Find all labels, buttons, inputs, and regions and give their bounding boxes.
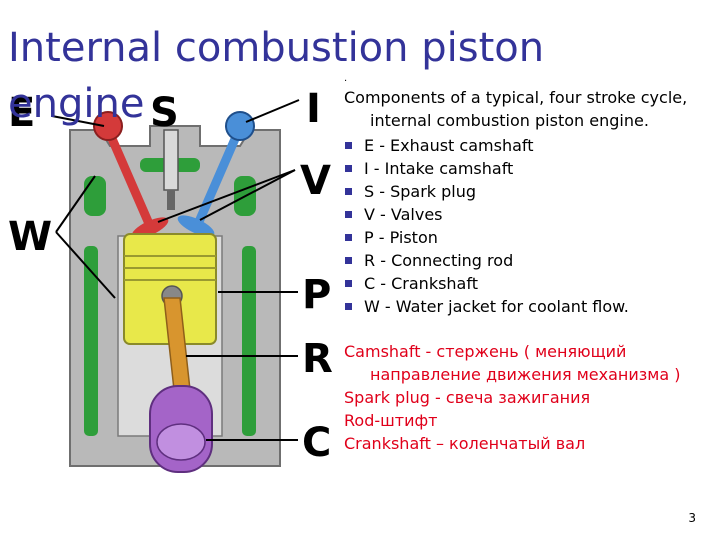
intake-valve-stem	[193, 127, 243, 229]
page-number: 3	[688, 511, 696, 525]
spark-plug-tip	[167, 190, 175, 210]
note-camshaft: Camshaft - стержень ( меняющий направлен…	[344, 342, 681, 384]
slide-content: . Components of a typical, four stroke c…	[344, 72, 714, 455]
note-crankshaft: Crankshaft – коленчатый вал	[344, 434, 586, 453]
translation-notes: Camshaft - стержень ( меняющий направлен…	[344, 340, 714, 455]
leader-line	[245, 99, 300, 123]
note-rod: Rod-штифт	[344, 411, 438, 430]
exhaust-camshaft	[93, 111, 123, 141]
component-item: C - Crankshaft	[344, 272, 714, 295]
component-item: S - Spark plug	[344, 180, 714, 203]
component-item: E - Exhaust camshaft	[344, 134, 714, 157]
component-item: I - Intake camshaft	[344, 157, 714, 180]
component-item: P - Piston	[344, 226, 714, 249]
leader-line	[51, 115, 105, 127]
water-jacket-left-upper	[84, 176, 106, 216]
note-spark-plug: Spark plug - свеча зажигания	[344, 388, 591, 407]
intake-camshaft	[225, 111, 255, 141]
leader-line	[55, 231, 116, 299]
label-s: S	[150, 90, 179, 136]
label-r: R	[302, 336, 333, 382]
exhaust-valve-stem	[105, 129, 155, 231]
engine-diagram: E S I V W P R C	[8, 86, 333, 473]
intro-text: Components of a typical, four stroke cyc…	[344, 88, 688, 130]
label-c: C	[302, 420, 331, 466]
water-jacket-left-lower	[84, 246, 98, 436]
crankshaft-journal	[156, 423, 206, 461]
leader-line	[199, 169, 296, 221]
dot-marker: .	[344, 73, 348, 84]
component-item: V - Valves	[344, 203, 714, 226]
spark-plug	[163, 129, 179, 191]
component-item: R - Connecting rod	[344, 249, 714, 272]
slide-title: Internal combustion piston engine	[8, 25, 545, 127]
label-w: W	[8, 214, 52, 260]
label-e: E	[8, 90, 35, 136]
label-p: P	[302, 272, 331, 318]
component-item: W - Water jacket for coolant flow.	[344, 295, 714, 318]
label-v: V	[300, 158, 331, 204]
leader-line	[55, 175, 96, 233]
label-i: I	[306, 86, 321, 132]
intake-valve-head	[177, 215, 215, 237]
component-list: E - Exhaust camshaft I - Intake camshaft…	[344, 134, 714, 318]
water-jacket-right-lower	[242, 246, 256, 436]
leader-line	[157, 169, 296, 223]
